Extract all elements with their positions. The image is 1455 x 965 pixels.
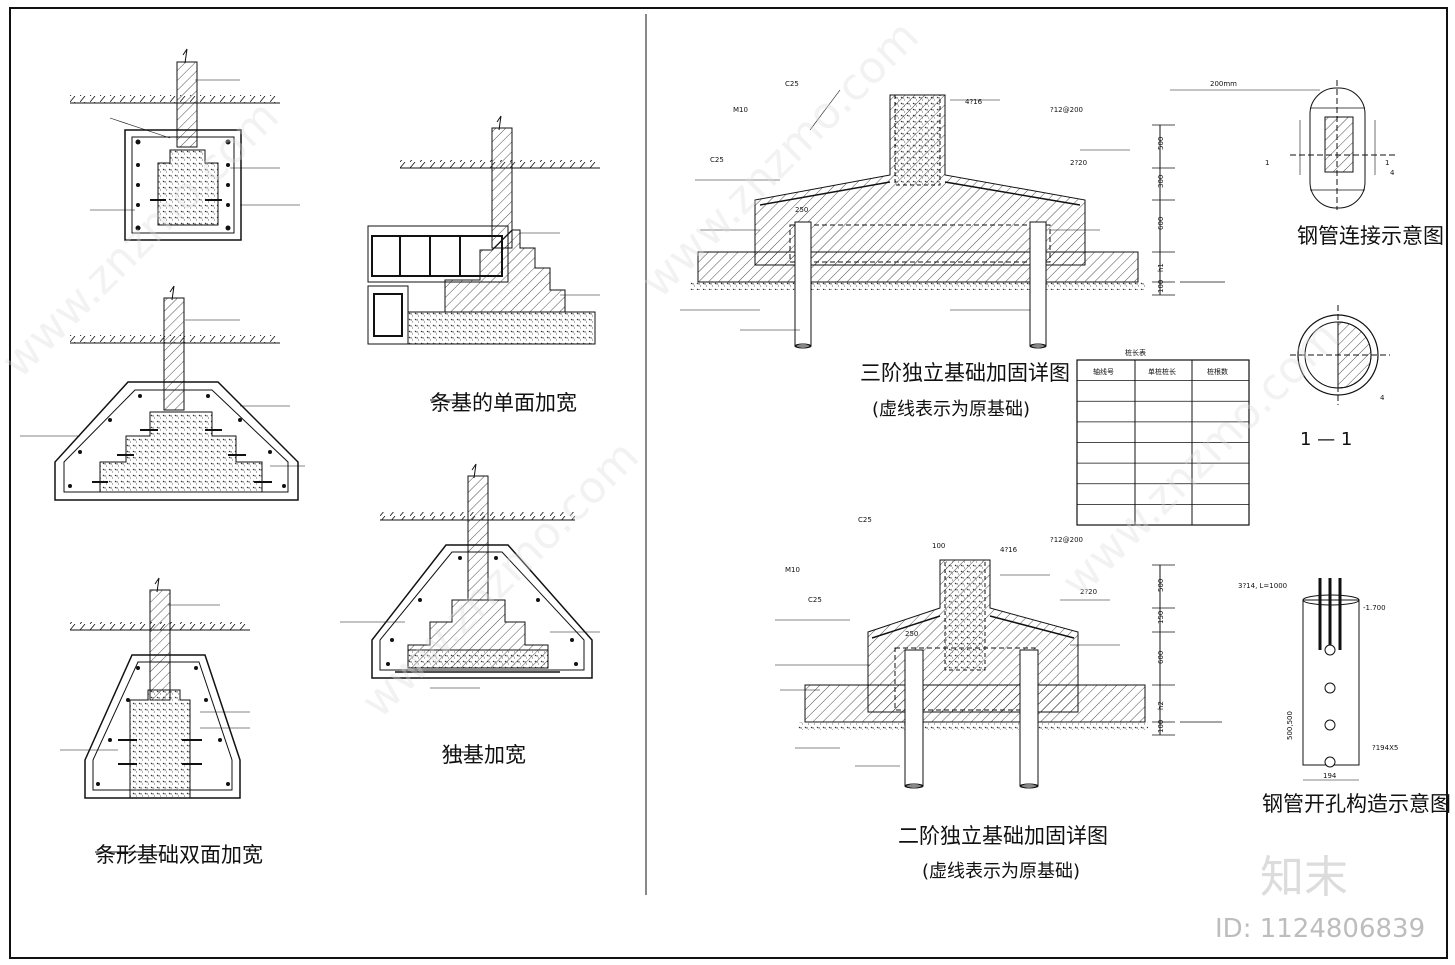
dim-100-b: 100 <box>1157 720 1165 733</box>
caption-three-step-sub: (虚线表示为原基础) <box>872 399 1030 420</box>
dim-600-a: 600 <box>1157 217 1165 230</box>
dim-100-a: 100 <box>1157 280 1165 293</box>
note-pipe-200: 200mm <box>1210 80 1237 88</box>
strip-trapezoid-detail <box>20 285 305 501</box>
note-m10-b: M10 <box>785 566 800 574</box>
note-pipe-dia: ?194X5 <box>1372 744 1398 752</box>
note-pipe-spacing: 500,500 <box>1286 711 1294 740</box>
dim-600-b: 600 <box>1157 651 1165 664</box>
strip-square-detail <box>70 48 300 241</box>
strip-double-detail <box>60 577 250 799</box>
dim-500-b: 500 <box>1157 579 1165 592</box>
caption-two-step: 二阶独立基础加固详图 <box>898 824 1108 848</box>
watermark-url-b: www.znzmo.com <box>352 431 649 728</box>
note-pipe-width: 194 <box>1323 772 1337 780</box>
note-m10-a: M10 <box>733 106 748 114</box>
sheet-border <box>9 7 1448 959</box>
caption-pipe-connect: 钢管连接示意图 <box>1297 224 1444 248</box>
note-100-b: 100 <box>932 542 945 550</box>
weld-4-a: 4 <box>1390 169 1395 177</box>
dim-150-b: 150 <box>1157 611 1165 624</box>
dim-300-a: 300 <box>1157 175 1165 188</box>
caption-pipe-hole: 钢管开孔构造示意图 <box>1262 792 1451 816</box>
caption-two-step-sub: (虚线表示为原基础) <box>922 861 1080 882</box>
note-c25-b: C25 <box>710 156 724 164</box>
note-4-16-a: 4?16 <box>965 98 983 106</box>
pile-length-table: 桩长表 轴线号 单桩桩长 桩根数 <box>1076 348 1250 526</box>
note-2-20-b: 2?20 <box>1080 588 1097 596</box>
dim-h1: h1 <box>1157 263 1165 272</box>
section-label: 1 — 1 <box>1300 429 1352 450</box>
caption-isolated-widen: 独基加宽 <box>442 743 526 767</box>
note-12-200-a: ?12@200 <box>1050 106 1083 114</box>
two-step-detail: 500 150 600 h2 100 C25 M10 C25 4?16 ?12@… <box>775 516 1222 789</box>
pipe-connection-detail: 200mm 1 1 4 <box>1170 80 1395 210</box>
note-12-200-b: ?12@200 <box>1050 536 1083 544</box>
note-250-a: 250 <box>795 206 808 214</box>
weld-4-b: 4 <box>1380 394 1385 402</box>
three-step-detail: 500 300 600 h1 100 C25 M10 C25 4?16 ?12@… <box>680 80 1225 349</box>
watermark-id: ID: 1124806839 <box>1215 914 1425 944</box>
table-header-length: 单桩桩长 <box>1148 367 1176 376</box>
sec-mark-left: 1 <box>1265 159 1269 167</box>
note-c25-a: C25 <box>785 80 799 88</box>
dim-h2: h2 <box>1157 701 1165 710</box>
pipe-section-detail: 4 <box>1290 305 1390 405</box>
note-c25-d: C25 <box>808 596 822 604</box>
dim-500-a: 500 <box>1157 137 1165 150</box>
sec-mark-right: 1 <box>1385 159 1389 167</box>
watermark-url-d: www.znzmo.com <box>1052 311 1349 608</box>
table-title: 桩长表 <box>1125 348 1146 357</box>
isolated-widen-detail <box>340 463 600 689</box>
note-250-b: 250 <box>905 630 918 638</box>
caption-strip-double: 条形基础双面加宽 <box>95 843 263 867</box>
strip-single-detail <box>367 115 600 345</box>
table-header-axis: 轴线号 <box>1093 367 1114 376</box>
note-c25-c: C25 <box>858 516 872 524</box>
caption-strip-single: 条基的单面加宽 <box>430 391 577 415</box>
note-pipe-level: -1.700 <box>1363 604 1386 612</box>
caption-three-step: 三阶独立基础加固详图 <box>860 361 1070 385</box>
table-header-count: 桩根数 <box>1207 367 1228 376</box>
note-2-20-a: 2?20 <box>1070 159 1087 167</box>
note-pipe-3-14: 3?14, L=1000 <box>1238 582 1287 590</box>
note-4-16-b: 4?16 <box>1000 546 1018 554</box>
pipe-hole-detail: 194 3?14, L=1000 -1.700 ?194X5 500,500 <box>1238 578 1398 781</box>
watermark-brand: 知末 <box>1260 852 1348 903</box>
